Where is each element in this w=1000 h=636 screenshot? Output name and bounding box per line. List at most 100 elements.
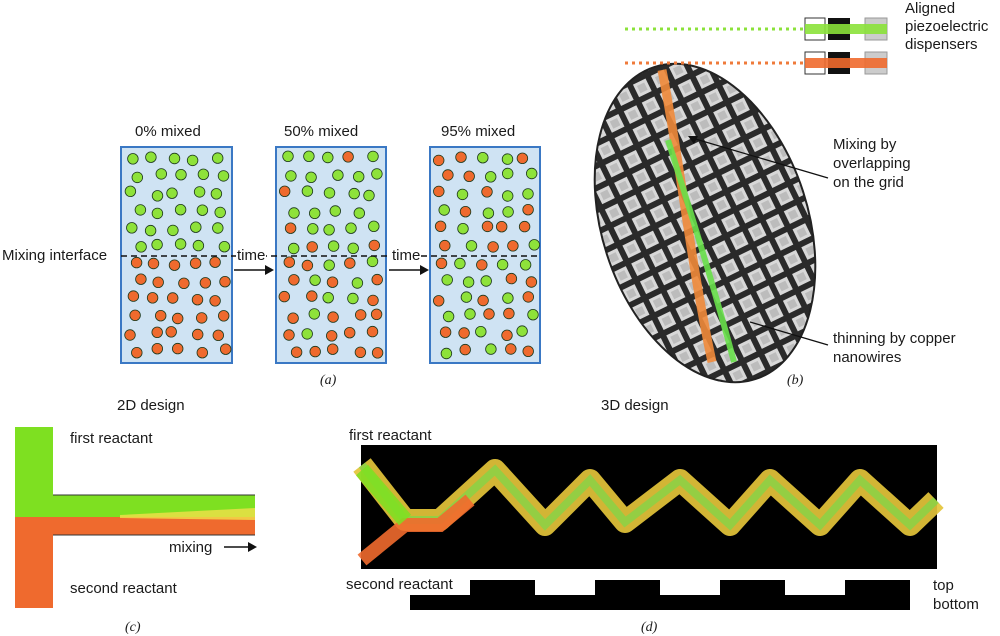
particle — [482, 207, 495, 219]
particle — [516, 152, 529, 165]
particle — [440, 347, 453, 360]
particle — [464, 308, 476, 320]
particle — [131, 347, 143, 359]
particle — [454, 257, 466, 270]
particle — [502, 190, 514, 202]
particle — [283, 256, 296, 268]
particle — [144, 224, 157, 237]
green-droplet-line — [665, 139, 737, 363]
particle — [496, 220, 508, 233]
thinning-pointer — [749, 321, 829, 346]
particle — [212, 329, 225, 342]
header-0-mixed: 0% mixed — [135, 123, 201, 140]
particle — [435, 257, 448, 270]
particle — [442, 169, 454, 181]
particle — [433, 295, 445, 307]
particle — [433, 154, 445, 167]
particle — [505, 343, 517, 355]
particle — [199, 277, 212, 289]
particle — [191, 328, 204, 341]
particle — [371, 347, 384, 359]
particle — [368, 220, 380, 233]
particle — [306, 290, 318, 302]
particle — [519, 259, 532, 271]
particle — [195, 312, 208, 324]
panel-a-box-2 — [429, 146, 541, 364]
particle — [501, 153, 514, 165]
particle — [502, 206, 514, 218]
particle — [323, 259, 335, 271]
panel-c-title: 2D design — [117, 397, 185, 414]
panel-d-image — [353, 445, 944, 569]
particle — [487, 241, 499, 253]
particle — [152, 276, 164, 289]
particle — [135, 241, 147, 253]
particle — [186, 154, 199, 167]
particle — [124, 185, 137, 198]
caption-d: (d) — [641, 620, 658, 635]
particle — [151, 238, 163, 251]
particle — [351, 277, 364, 289]
particle — [171, 342, 184, 355]
particle — [127, 153, 139, 165]
particle — [309, 345, 321, 358]
particle — [301, 259, 314, 272]
time-label-1: time — [236, 247, 267, 264]
particle — [463, 170, 475, 183]
dispensers-label-2: piezoelectric — [905, 18, 989, 35]
particle — [214, 206, 226, 219]
particle — [371, 273, 383, 286]
particle — [174, 238, 187, 250]
particle — [303, 150, 315, 163]
particle — [217, 310, 230, 322]
dispensers-label-1: Aligned — [905, 0, 956, 17]
particle — [131, 171, 144, 184]
particle — [355, 309, 367, 321]
panel-c-channel — [15, 427, 255, 608]
particle — [166, 292, 179, 304]
mixing-interface-label: Mixing interface — [2, 247, 108, 264]
panel-d-bottom-label: bottom — [933, 596, 979, 613]
panel-d-top-label: top — [933, 577, 954, 594]
particle — [366, 255, 379, 268]
particle — [342, 151, 354, 163]
particle — [496, 258, 509, 271]
particle — [455, 151, 467, 163]
particle — [278, 290, 291, 303]
particle — [434, 220, 447, 233]
particle — [309, 207, 321, 220]
particle — [323, 187, 336, 199]
particle — [327, 343, 339, 355]
particle — [347, 292, 359, 305]
dispensers-label-3: dispensers — [905, 36, 978, 53]
particle — [145, 151, 157, 163]
particle — [476, 259, 488, 271]
particle — [151, 326, 163, 339]
particle — [147, 257, 160, 270]
particle — [129, 309, 141, 322]
particle — [209, 256, 221, 268]
particle — [306, 241, 318, 253]
particle — [485, 343, 497, 355]
particle — [505, 272, 518, 285]
particle — [485, 171, 497, 183]
panel-a-box-1 — [275, 146, 387, 364]
time-arrow-1 — [234, 265, 274, 275]
particle — [518, 220, 531, 233]
particle — [326, 330, 338, 342]
particle — [480, 275, 492, 287]
particle — [219, 276, 231, 288]
panel-c-first-reactant: first reactant — [70, 430, 153, 447]
particle — [146, 292, 159, 304]
thinning-label-1: thinning by copper — [833, 330, 956, 347]
particle — [178, 277, 190, 290]
particle — [282, 150, 294, 163]
particle — [193, 186, 206, 198]
particle — [371, 168, 383, 180]
particle — [197, 168, 210, 181]
particle — [166, 187, 178, 199]
time-arrow-2 — [389, 265, 429, 275]
particle — [127, 290, 140, 302]
particle — [305, 171, 317, 184]
